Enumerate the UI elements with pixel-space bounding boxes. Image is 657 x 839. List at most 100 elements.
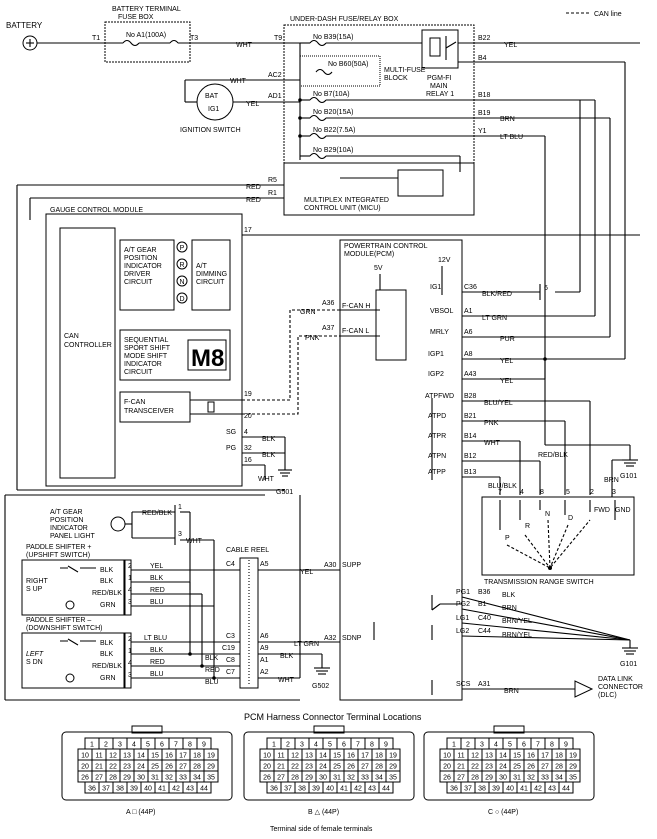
dn-left-0: BLK — [100, 640, 114, 647]
connector-pin-label: 8 — [188, 742, 192, 749]
b13-pin: B13 — [464, 469, 477, 476]
reel-c3: C3 — [226, 633, 235, 640]
fuse-b29: No B29(10A) — [313, 147, 353, 154]
fuse-b7: No B7(10A) — [313, 91, 350, 98]
reel-right-ltgrn: LT GRN — [294, 641, 319, 648]
dlc-l3: (DLC) — [598, 692, 617, 699]
connector-pin-label: 32 — [165, 775, 173, 782]
at-gear-l4: DRIVER — [124, 271, 150, 278]
connector-pin-label: 22 — [109, 764, 117, 771]
connector-pin-label: 2 — [466, 742, 470, 749]
seq-l5: CIRCUIT — [124, 369, 153, 376]
fuse-b39: No B39(15A) — [313, 34, 353, 41]
connector-pin-label: 30 — [499, 775, 507, 782]
gauge-pin-sg: SG — [226, 429, 236, 436]
connector-pin-label: 21 — [277, 764, 285, 771]
b19-pin: B19 — [478, 110, 491, 117]
up-right-1: BLK — [150, 575, 164, 582]
connector-pin-label: 17 — [179, 753, 187, 760]
pcm-connector-c — [423, 731, 595, 801]
connector-pin-label: 14 — [499, 753, 507, 760]
g101-bottom: G101 — [620, 661, 637, 668]
connector-pin-label: 19 — [389, 753, 397, 760]
a1-pin: A1 — [464, 308, 473, 315]
connector-pin-label: 10 — [263, 753, 271, 760]
pcm-vbsol: VBSOL — [430, 308, 453, 315]
dn-left-3: GRN — [100, 675, 116, 682]
trs-d: D — [568, 515, 573, 522]
gear-n-icon — [176, 275, 188, 287]
pgm-relay-l2: MAIN — [430, 83, 448, 90]
reel-right-wht: WHT — [278, 677, 295, 684]
gauge-pin-17: 17 — [244, 227, 252, 234]
fuse-b60: No B60(50A) — [328, 61, 368, 68]
connector-pin-label: 32 — [347, 775, 355, 782]
dimming-l1: A/T — [196, 263, 208, 270]
connector-pin-label: 1 — [90, 742, 94, 749]
can-controller-box — [59, 227, 116, 479]
seq-l4: INDICATOR — [124, 361, 162, 368]
wire-bluyel: BLU/YEL — [484, 400, 513, 407]
c36-pin: C36 — [464, 284, 477, 291]
connector-pin-label: 34 — [555, 775, 563, 782]
connector-pin-label: 8 — [370, 742, 374, 749]
wire-ltgrn: LT GRN — [482, 315, 507, 322]
pcm-scs: SCS — [456, 681, 471, 688]
up-title-l2: (UPSHIFT SWITCH) — [26, 552, 90, 559]
c44-pin: C44 — [478, 628, 491, 635]
connector-pin-label: 28 — [471, 775, 479, 782]
connector-pin-label: 44 — [382, 786, 390, 793]
connector-pin-label: 9 — [384, 742, 388, 749]
connector-pin-label: 3 — [300, 742, 304, 749]
connector-pin-label: 24 — [499, 764, 507, 771]
seq-l1: SEQUENTIAL — [124, 337, 168, 344]
connector-pin-label: 3 — [118, 742, 122, 749]
fcan-l2: TRANSCEIVER — [124, 408, 174, 415]
connector-pin-label: 35 — [389, 775, 397, 782]
multi-fuse-l1: MULTI-FUSE — [384, 67, 426, 74]
b21-pin: B21 — [464, 413, 477, 420]
connector-pin-label: 22 — [471, 764, 479, 771]
connector-pin-label: 8 — [550, 742, 554, 749]
r1-pin: R1 — [268, 190, 277, 197]
wire-wht-b14: WHT — [484, 440, 501, 447]
pgm-relay-l1: PGM-FI — [427, 75, 452, 82]
connector-pin-label: 35 — [207, 775, 215, 782]
connector-pin-label: 39 — [312, 786, 320, 793]
connector-pin-label: 39 — [130, 786, 138, 793]
connector-pin-label: 33 — [361, 775, 369, 782]
connector-pin-label: 34 — [375, 775, 383, 782]
reel-a6: A6 — [260, 633, 269, 640]
wire-yel-ig: YEL — [246, 101, 259, 108]
connector-pin-label: 4 — [314, 742, 318, 749]
dlc-l1: DATA LINK — [598, 676, 633, 683]
connector-pin-label: 18 — [555, 753, 563, 760]
gear-p-icon — [176, 241, 188, 253]
pcm-lg2: LG2 — [456, 628, 469, 635]
fuse-a1: No A1(100A) — [126, 32, 166, 39]
connector-pin-label: 41 — [340, 786, 348, 793]
connector-pin-label: 24 — [137, 764, 145, 771]
connector-pin-label: 30 — [319, 775, 327, 782]
pcm-12v: 12V — [438, 257, 451, 264]
at-gear-l2: POSITION — [124, 255, 157, 262]
dn-left-2: RED/BLK — [92, 663, 122, 670]
c40-pin: C40 — [478, 615, 491, 622]
connector-pin-label: 5 — [328, 742, 332, 749]
up-pin-3: 3 — [128, 599, 132, 606]
connector-pin-label: 36 — [270, 786, 278, 793]
connector-pin-label: 5 — [146, 742, 150, 749]
reel-left-blk: BLK — [205, 655, 219, 662]
dlc-arrow-icon — [574, 680, 594, 698]
reel-left-red: RED — [205, 667, 220, 674]
connector-pin-label: 26 — [165, 764, 173, 771]
connector-pin-label: 2 — [104, 742, 108, 749]
connector-pin-label: 31 — [513, 775, 521, 782]
pgm-relay-l3: RELAY 1 — [426, 91, 454, 98]
connector-pin-label: 17 — [541, 753, 549, 760]
battery-label: BATTERY — [6, 21, 43, 30]
g501-label: G501 — [276, 489, 293, 496]
trs-fwd: FWD — [594, 507, 610, 514]
connector-pin-label: 44 — [562, 786, 570, 793]
t1-pin: T1 — [92, 35, 100, 42]
